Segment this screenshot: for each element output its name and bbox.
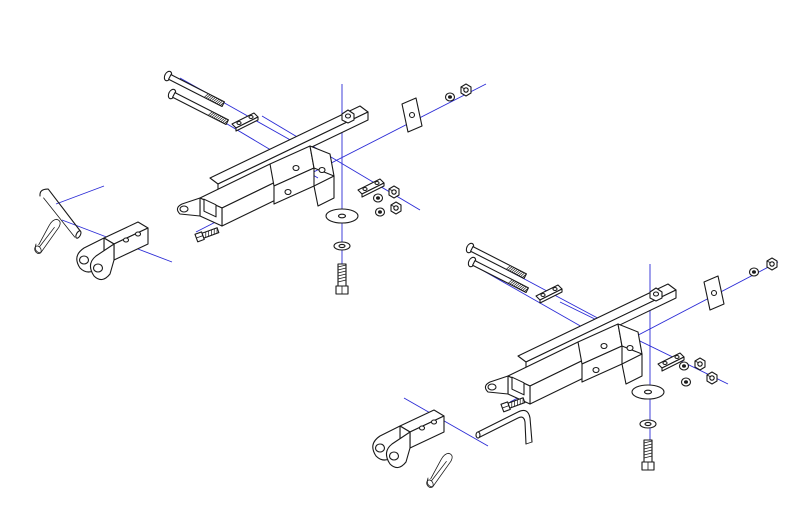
lock-washer-top [444, 92, 456, 102]
lock-washer-a [678, 361, 690, 371]
hitch-pin [39, 188, 82, 239]
hex-nut-a [694, 357, 706, 371]
square-washer [401, 97, 423, 133]
hex-nut-b [390, 201, 402, 215]
hex-nut-a [388, 185, 400, 199]
tongue-clevis [372, 409, 445, 469]
square-washer [703, 275, 725, 311]
carriage-bolt-short [194, 225, 220, 243]
lock-washer-vert [333, 241, 351, 251]
hex-nut-b [706, 371, 718, 385]
hex-nut-top [766, 257, 778, 271]
tongue-clevis [76, 221, 149, 281]
lock-washer-top [748, 267, 760, 277]
assembly-lower-right [372, 241, 779, 490]
lock-washer-b [680, 377, 692, 387]
lock-washer-b [374, 207, 386, 217]
lock-washer-a [372, 193, 384, 203]
receiver-tube [176, 105, 369, 227]
lock-washer-vert [639, 419, 657, 429]
hairpin-clip [418, 451, 461, 490]
flat-washer [325, 208, 359, 224]
hairpin-clip [26, 217, 69, 256]
carriage-bolt-short [500, 395, 526, 413]
assembly-upper-left [26, 69, 487, 295]
vertical-bolt [335, 263, 349, 295]
spacer-plate [231, 112, 259, 132]
vertical-bolt [641, 439, 655, 471]
hitch-pin [475, 409, 533, 445]
flat-washer [631, 384, 665, 400]
hex-nut-top [460, 83, 472, 97]
